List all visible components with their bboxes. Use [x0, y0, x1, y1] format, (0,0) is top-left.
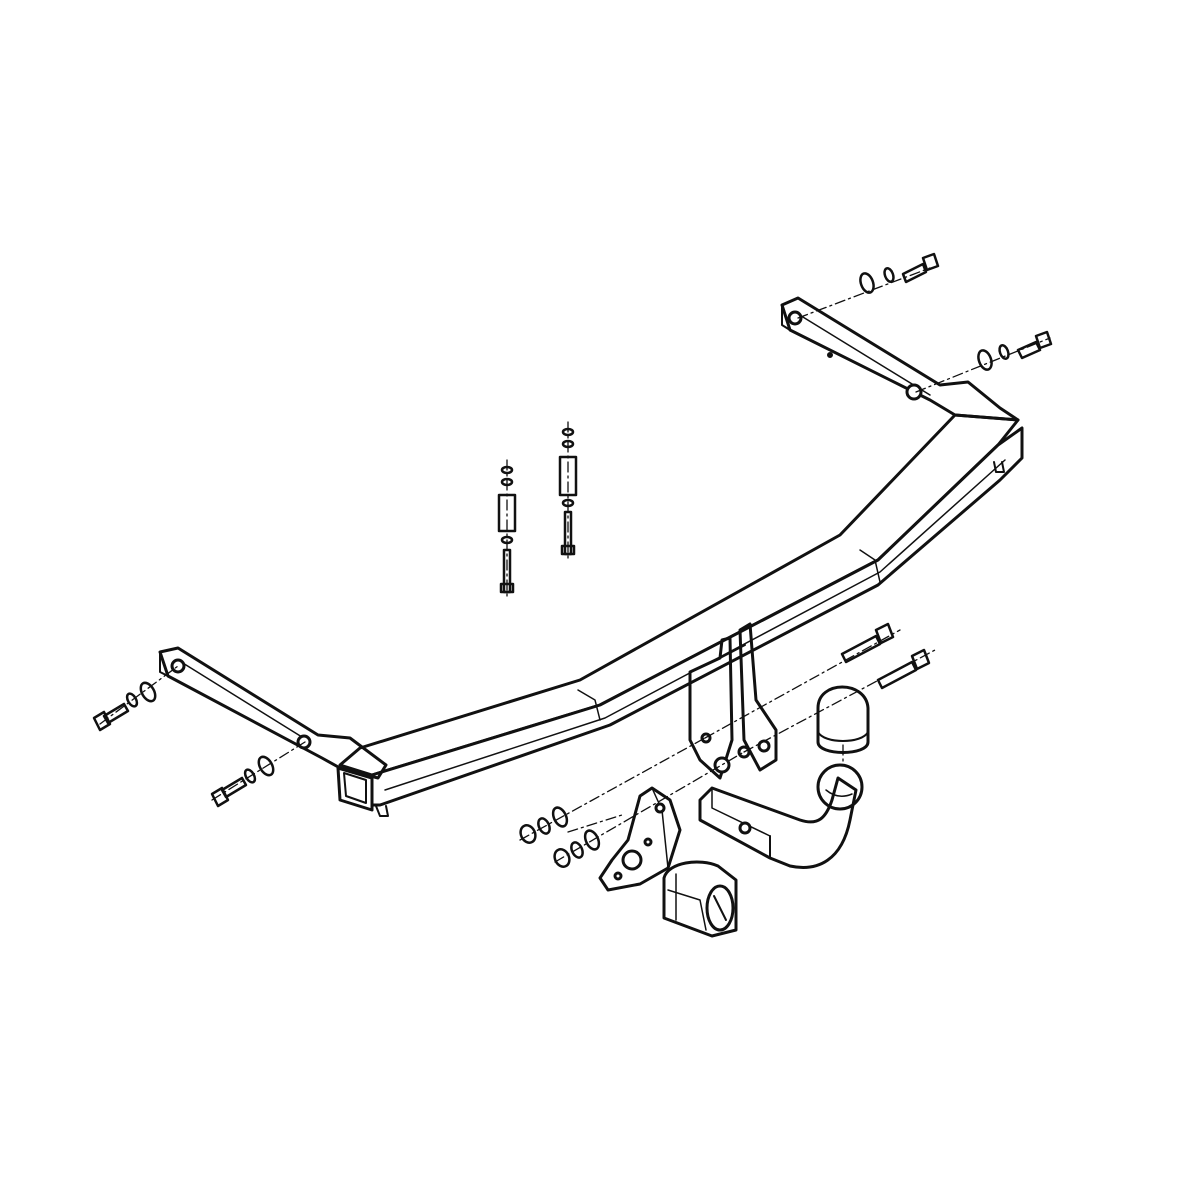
axis-line [704, 629, 901, 739]
bracket-nut [905, 383, 923, 401]
axis-line [99, 665, 179, 725]
bolt-shank [840, 634, 882, 664]
spring-washer [570, 841, 584, 859]
washer [561, 498, 575, 508]
socket-plate-hole [613, 871, 623, 881]
washer [561, 439, 575, 449]
flat-washer [859, 272, 875, 294]
bracket-hole [170, 658, 186, 674]
spring-washer [125, 692, 139, 708]
bolt-head [499, 582, 515, 594]
mount-hole [713, 756, 731, 774]
bolt-head [210, 786, 230, 808]
axis-line [211, 741, 306, 801]
socket-mounting-plate [598, 786, 682, 892]
mount-hole [757, 739, 771, 753]
bolt-washer-group-top-right-upper [859, 252, 940, 294]
bolt-head [560, 544, 576, 556]
bolt-shank [102, 702, 130, 725]
center-mount-plate [688, 622, 778, 780]
nut [553, 848, 571, 868]
flat-washer [583, 829, 601, 851]
vertical-bolt-assembly-right [558, 427, 578, 556]
electrical-socket [662, 860, 738, 938]
right-mounting-bracket [780, 296, 1020, 422]
nut [561, 427, 575, 437]
bolt-head [921, 252, 940, 272]
bolt-shank [901, 262, 928, 284]
bolt-head [874, 622, 895, 645]
tow-ball [816, 763, 864, 811]
spacer-sleeve [497, 493, 517, 533]
spacer-sleeve [558, 455, 578, 497]
spring-washer [883, 267, 895, 283]
socket-plate-hole [621, 849, 643, 871]
washer [500, 477, 514, 487]
spring-washer [998, 344, 1010, 360]
bolt-washer-group-top-right-lower [977, 330, 1053, 371]
spring-washer [243, 768, 257, 784]
axis-line [567, 814, 623, 833]
socket-plate-hole [654, 802, 666, 814]
center-mount-nuts-and-washers [519, 806, 601, 868]
flat-washer [551, 806, 569, 828]
socket-plate-hole [643, 837, 653, 847]
bolt-head [910, 648, 931, 671]
flat-washer [977, 349, 993, 371]
bolt-shank [1016, 340, 1042, 360]
bolt-shank [876, 660, 918, 690]
washer [500, 535, 514, 545]
removable-tow-ball-neck [698, 776, 858, 869]
spring-washer [537, 817, 551, 835]
flat-washer [257, 755, 275, 777]
axis-line [519, 737, 706, 841]
bolt-head [1034, 330, 1053, 350]
bolt-head [92, 710, 112, 732]
neck-hole [738, 821, 752, 835]
nut [519, 824, 537, 844]
nut [500, 465, 514, 475]
axis-line [797, 267, 931, 319]
bolt-washer-group-left-upper [92, 681, 157, 732]
center-mount-bolts [840, 622, 931, 690]
tow-ball-cover-cap [816, 685, 870, 754]
bracket-mark [827, 352, 833, 358]
bolt-washer-group-left-lower [210, 755, 275, 808]
left-mounting-bracket [158, 646, 388, 780]
vertical-bolt-assembly-left [497, 465, 517, 594]
bracket-hole [787, 310, 803, 326]
flat-washer [139, 681, 157, 703]
